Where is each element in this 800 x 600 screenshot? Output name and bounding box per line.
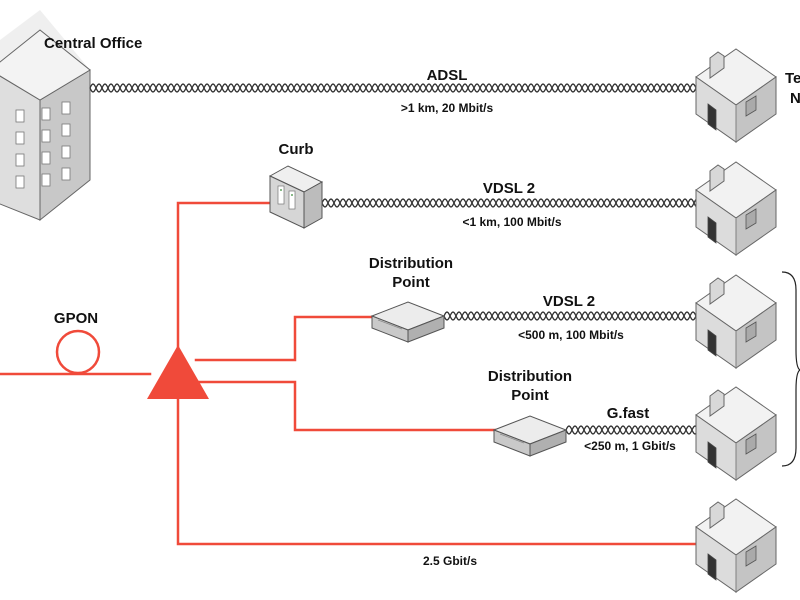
dp1-label-line2: Point — [392, 274, 430, 291]
optical-splitter-icon — [147, 345, 209, 399]
vdsl2-dp-spec-label: <500 m, 100 Mbit/s — [518, 328, 624, 342]
twisted-pair-strand — [443, 311, 701, 321]
twisted-pair-strand — [443, 311, 701, 321]
dp2-label-line2: Point — [511, 387, 549, 404]
twisted-pair-strand — [565, 425, 701, 435]
curb-label: Curb — [279, 141, 314, 158]
distribution-point-icon — [493, 415, 567, 457]
twisted-pair-strand — [321, 198, 701, 208]
vdsl2-curb-spec-label: <1 km, 100 Mbit/s — [462, 215, 561, 229]
twisted-pair-strand — [565, 425, 701, 435]
gfast-spec-label: <250 m, 1 Gbit/s — [584, 439, 676, 453]
vdsl2-dp-tech-label: VDSL 2 — [543, 293, 595, 310]
twisted-pair-strand — [89, 83, 701, 93]
central-office-label: Central Office — [44, 35, 142, 52]
gpon-ring-icon — [55, 329, 101, 375]
gfast-tech-label: G.fast — [607, 405, 650, 422]
n-partial-label: N — [790, 90, 800, 107]
te-partial-label: Te — [785, 70, 800, 87]
house-icon — [695, 48, 777, 143]
bracket-icon — [781, 271, 800, 467]
dp1-label-line1: Distribution — [369, 255, 453, 272]
house-icon — [695, 161, 777, 256]
gpon-label: GPON — [54, 310, 98, 327]
twisted-pair-lines — [89, 83, 701, 435]
fiber-lines — [0, 201, 702, 546]
house-icon — [695, 498, 777, 593]
adsl-tech-label: ADSL — [427, 67, 468, 84]
house-icon — [695, 386, 777, 481]
street-cabinet-icon — [268, 165, 324, 229]
twisted-pair-strand — [321, 198, 701, 208]
vdsl2-curb-tech-label: VDSL 2 — [483, 180, 535, 197]
office-building-icon — [0, 10, 91, 222]
distribution-point-icon — [371, 301, 445, 343]
dp2-label-line1: Distribution — [488, 368, 572, 385]
house-icon — [695, 274, 777, 369]
gpon-direct-spec-label: 2.5 Gbit/s — [423, 554, 477, 568]
adsl-spec-label: >1 km, 20 Mbit/s — [401, 101, 494, 115]
